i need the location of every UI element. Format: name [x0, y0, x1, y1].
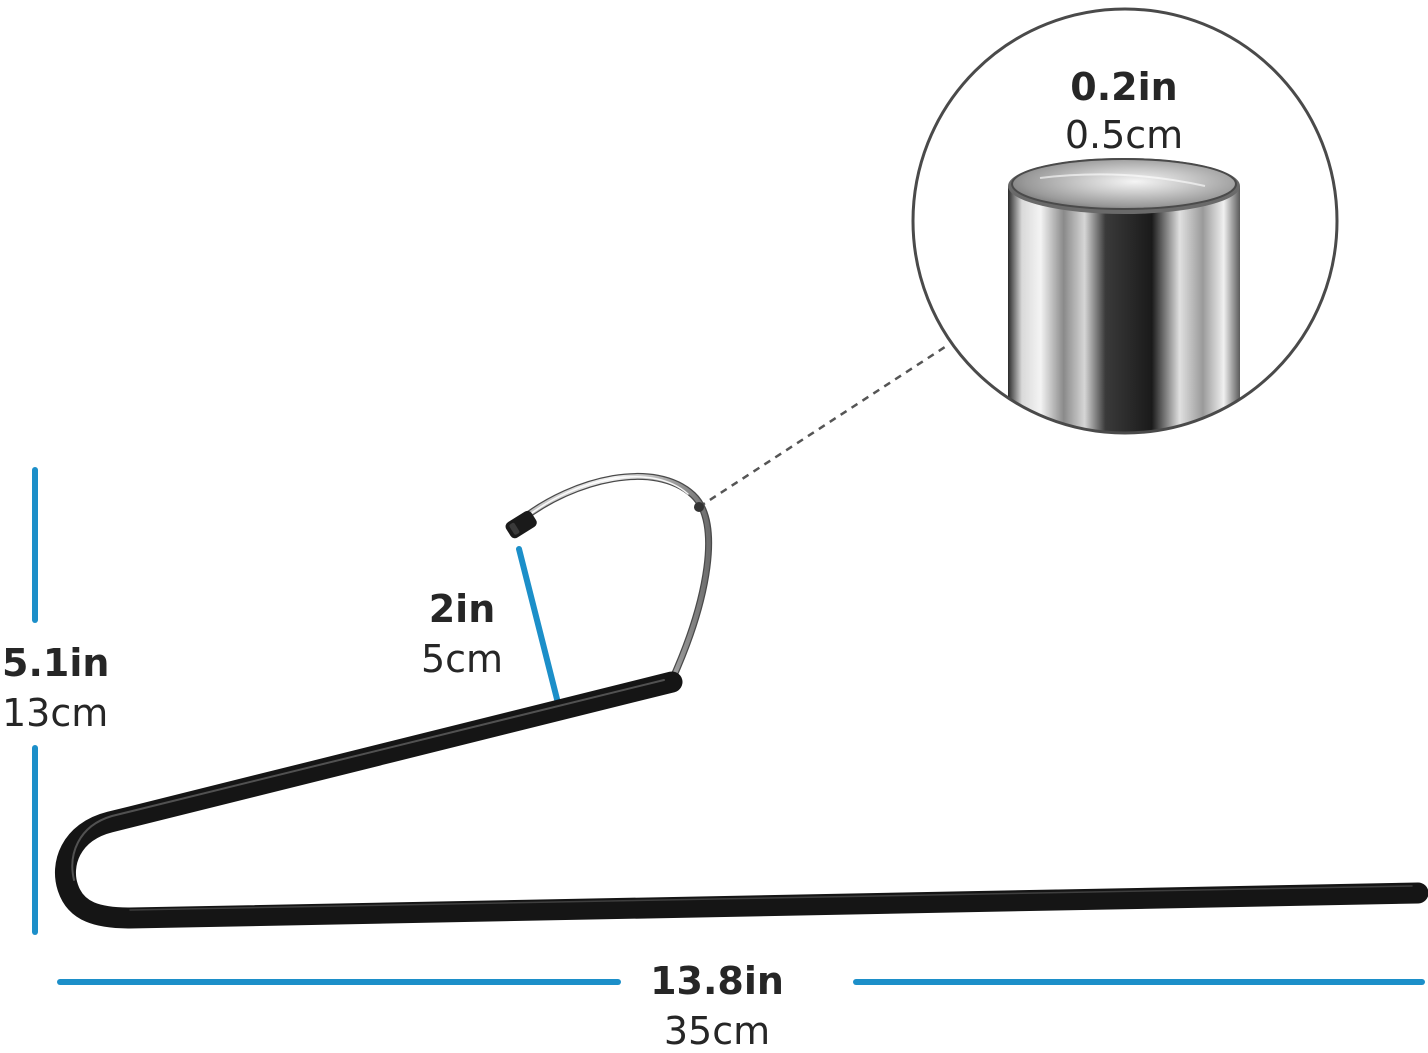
width-imperial: 13.8in	[650, 959, 784, 1003]
hook-imperial: 2in	[428, 587, 496, 631]
hook-label: 2in 5cm	[420, 590, 504, 678]
hook-dimension-line	[516, 546, 562, 710]
height-imperial: 5.1in	[2, 641, 110, 685]
zoom-leader-line	[698, 343, 949, 509]
height-label: 5.1in 13cm	[2, 644, 109, 732]
hanger-illustration	[54, 473, 1428, 929]
wire-diameter-imperial: 0.2in	[1070, 65, 1178, 109]
height-metric: 13cm	[2, 691, 109, 735]
hook-metric: 5cm	[420, 637, 504, 681]
wire-diameter-metric: 0.5cm	[1064, 113, 1184, 157]
width-metric: 35cm	[663, 1009, 771, 1053]
width-label: 13.8in 35cm	[617, 962, 817, 1050]
wire-diameter-label: 0.2in 0.5cm	[1050, 68, 1198, 154]
steel-rod-closeup	[911, 7, 1339, 435]
